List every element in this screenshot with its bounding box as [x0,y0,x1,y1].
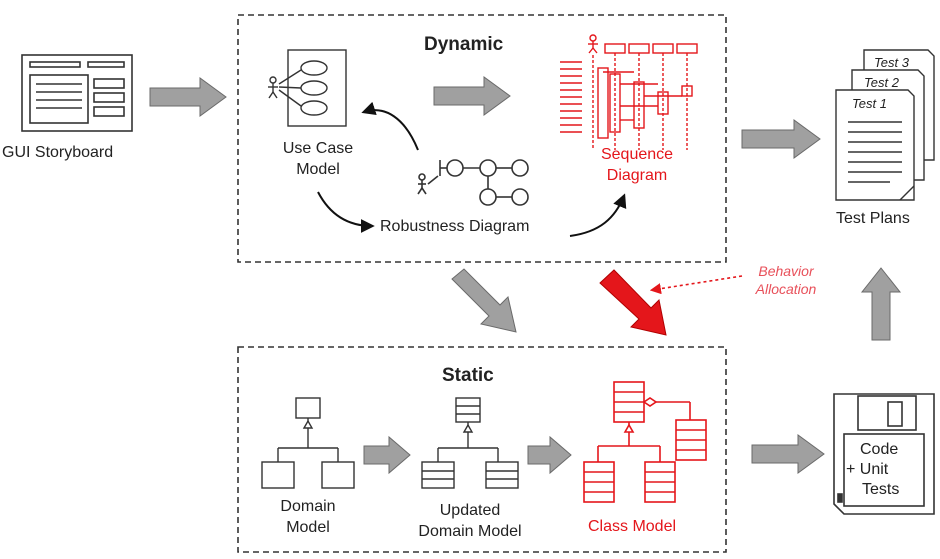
robustness-diagram-icon [417,159,529,206]
curve-usecase-to-robustness [317,191,375,233]
arrow-usecase-to-sequence [433,76,511,116]
curve-robustness-to-usecase [361,101,419,151]
dynamic-title: Dynamic [424,34,504,55]
test-plans-label: Test Plans [836,210,910,227]
updated-domain-model-line1: Updated [439,502,501,519]
gray-arrows [149,76,902,475]
domain-model-line1: Domain [280,498,336,515]
domain-model-label: Domain Model [262,496,354,538]
dynamic-box [237,14,727,263]
test-plans-icon [835,49,935,201]
sequence-diagram-icon [560,34,698,150]
sequence-diagram-line1: Sequence [600,146,674,163]
gui-storyboard-label: GUI Storyboard [2,144,114,161]
updated-domain-model-line2: Domain Model [418,523,522,540]
use-case-model-label: Use Case Model [270,138,366,180]
updated-domain-model-icon [421,397,519,489]
updated-domain-model-label: Updated Domain Model [410,500,530,542]
behavior-allocation-label: Behavior Allocation [738,262,834,298]
test-sheet-1-label: Test 1 [852,96,887,111]
use-case-model-icon [268,49,347,127]
sequence-diagram-line2: Diagram [606,167,668,184]
test-sheet-2-label: Test 2 [864,75,899,90]
sequence-diagram-label: Sequence Diagram [582,144,692,186]
code-box-label: Code + Unit Tests [846,440,899,500]
class-model-label: Class Model [588,518,677,535]
domain-model-icon [261,397,355,489]
code-box-line1: Code [860,441,899,458]
arrow-dynamic-to-static [451,268,517,333]
behavior-allocation-line1: Behavior [758,263,814,279]
arrow-behavior-allocation [599,269,667,336]
arrow-updated-to-class [527,435,572,475]
gui-storyboard-icon [21,54,133,132]
arrow-domain-to-updated [363,435,411,475]
static-box [237,346,727,553]
domain-model-line2: Model [286,519,330,536]
code-floppy-icon [833,393,935,515]
arrow-gui-to-dynamic [149,77,227,117]
use-case-model-line1: Use Case [282,140,354,157]
robustness-diagram-label: Robustness Diagram [380,218,530,235]
code-box-line3: Tests [862,481,900,498]
code-box-line2: + Unit [846,461,889,478]
arrow-code-to-testplans [860,267,902,341]
behavior-allocation-line2: Allocation [755,281,817,297]
curve-robustness-to-sequence [569,193,627,237]
arrow-class-to-code [751,434,825,474]
use-case-model-line2: Model [296,161,340,178]
behavior-allocation-dotted-arrow [649,275,743,295]
static-title: Static [442,365,494,386]
arrow-dynamic-to-testplans [741,119,821,159]
test-sheet-3-label: Test 3 [874,55,909,70]
class-model-icon [583,381,707,503]
